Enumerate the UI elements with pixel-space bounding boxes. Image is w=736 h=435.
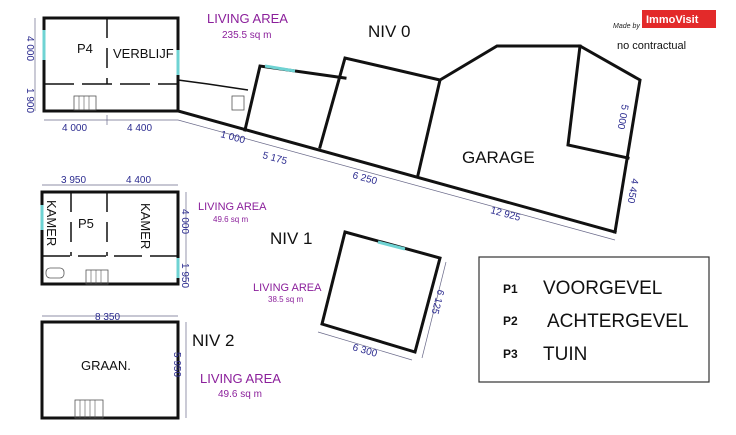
niv0-south-wall xyxy=(176,109,617,234)
niv0-left-block xyxy=(42,16,180,113)
level-niv1: NIV 1 xyxy=(270,229,313,248)
room-kamer-left: KAMER xyxy=(44,200,59,246)
niv1-stairs xyxy=(85,269,109,285)
legend-key-p1: P1 xyxy=(503,282,518,296)
room-p4: P4 xyxy=(77,41,93,56)
room-kamer-right: KAMER xyxy=(138,203,153,249)
brand-logo: Made by ImmoVisit xyxy=(613,10,716,30)
niv1-upper-block xyxy=(320,230,442,354)
legend-key-p2: P2 xyxy=(503,314,518,328)
niv1-plan: KAMER P5 KAMER xyxy=(40,190,180,286)
room-garage: GARAGE xyxy=(462,148,535,167)
dim-diag-12925: 12 925 xyxy=(489,205,522,224)
dim-niv1-top-right: 4 400 xyxy=(126,175,151,186)
niv0-living-area-value: 235.5 sq m xyxy=(222,30,271,41)
brand-logo-box xyxy=(642,10,716,28)
dim-upper-bottom: 6 300 xyxy=(351,342,379,360)
dim-garage-5000: 5 000 xyxy=(615,103,630,130)
niv1-upper-living-area-value: 38.5 sq m xyxy=(268,295,303,304)
niv0-stairs xyxy=(73,95,97,111)
brand-name: ImmoVisit xyxy=(646,14,699,26)
legend-key-p3: P3 xyxy=(503,347,518,361)
niv2-living-area-value: 49.6 sq m xyxy=(218,389,262,400)
niv0-living-area-title: LIVING AREA xyxy=(207,11,288,26)
niv0-plan: P4 VERBLIJF GARAGE xyxy=(42,16,642,234)
niv0-room-a xyxy=(243,64,347,132)
niv1-living-area-value: 49.6 sq m xyxy=(213,215,248,224)
niv0-wc xyxy=(231,95,245,111)
disclaimer-text: no contractual xyxy=(617,40,686,52)
niv0-connector xyxy=(177,79,249,91)
dim-niv2-right: 5 950 xyxy=(171,352,182,377)
niv2-plan: GRAAN. 8 350 5 950 xyxy=(40,312,187,420)
niv1-living-area-title: LIVING AREA xyxy=(198,201,267,213)
legend-value-p1: VOORGEVEL xyxy=(543,278,662,299)
brand-made-by: Made by xyxy=(613,23,640,30)
niv0-room-b xyxy=(318,56,442,177)
niv1-upper-living-area-title: LIVING AREA xyxy=(253,282,322,294)
niv2-block xyxy=(40,320,180,420)
room-p5: P5 xyxy=(78,216,94,231)
level-niv2: NIV 2 xyxy=(192,331,235,350)
dim-niv1-right-upper: 4 000 xyxy=(179,209,190,234)
dim-niv1-right-lower: 1 950 xyxy=(179,263,190,288)
dim-niv0-left-lower: 1 900 xyxy=(24,88,35,113)
niv0-garage xyxy=(437,44,642,234)
niv0-window-a xyxy=(264,64,296,73)
dim-niv0-bottom-left: 4 000 xyxy=(62,123,87,134)
niv1-upper-plan: 6 125 6 300 xyxy=(317,230,447,361)
legend: P1 VOORGEVEL P2 ACHTERGEVEL P3 TUIN xyxy=(478,256,710,383)
dim-diag-6250: 6 250 xyxy=(351,170,378,187)
room-graan: GRAAN. xyxy=(81,358,131,373)
dim-niv0-left-height: 4 000 xyxy=(24,36,35,61)
dim-diag-5175: 5 175 xyxy=(261,150,288,167)
dim-niv1-top-left: 3 950 xyxy=(61,175,86,186)
dim-garage-4450: 4 450 xyxy=(625,177,640,204)
niv0-garage-inner xyxy=(566,44,630,160)
legend-box xyxy=(478,256,710,383)
niv2-stairs xyxy=(74,399,104,419)
dim-niv2-top: 8 350 xyxy=(95,312,120,323)
niv1-block xyxy=(40,190,180,286)
niv1-dimensions: 3 950 4 400 4 000 1 950 xyxy=(42,175,190,288)
niv1-upper-window xyxy=(377,240,406,251)
level-niv0: NIV 0 xyxy=(368,22,411,41)
dim-niv0-bottom-right: 4 400 xyxy=(127,123,152,134)
niv1-bath xyxy=(45,267,65,279)
niv2-living-area-title: LIVING AREA xyxy=(200,371,281,386)
legend-value-p2: ACHTERGEVEL xyxy=(547,311,688,332)
room-verblijf: VERBLIJF xyxy=(113,46,174,61)
legend-value-p3: TUIN xyxy=(543,344,587,365)
dim-diag-1000: 1 000 xyxy=(219,129,246,146)
